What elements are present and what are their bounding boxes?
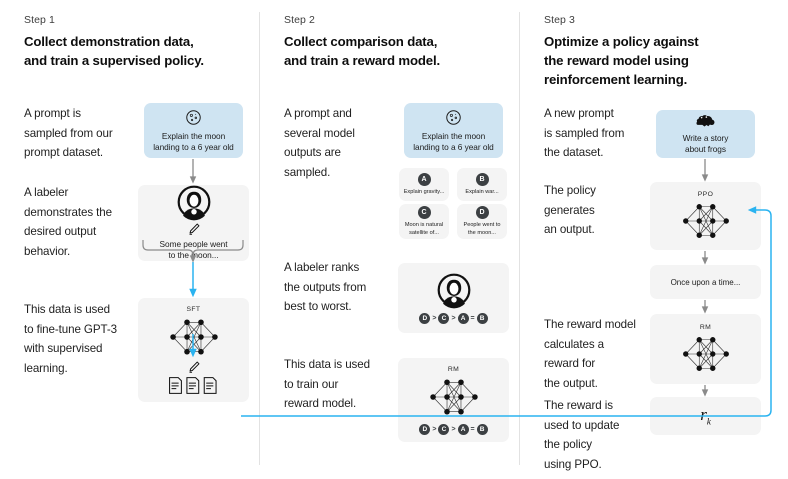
step-3-title: Optimize a policy against the reward mod… — [544, 34, 699, 87]
step-3-prompt-card[interactable]: Write a story about frogs — [656, 110, 755, 158]
ranking-row-rm: D > C > A = B — [419, 423, 488, 435]
option-text-d: People went to the moon... — [463, 222, 501, 236]
output-option-d[interactable]: D People went to the moon... — [457, 204, 507, 239]
rank-badge-4: B — [476, 423, 488, 435]
output-option-c[interactable]: C Moon is natural satellite of... — [399, 204, 449, 239]
step-2-reward-model-card[interactable]: RM D > C > A — [398, 358, 509, 442]
ppo-label: PPO — [697, 190, 714, 198]
step-2-label: Step 2 — [284, 14, 315, 26]
step-1-title: Collect demonstration data, and train a … — [24, 34, 204, 68]
option-text-b: Explain war... — [465, 188, 499, 195]
step-2-paragraph-1: A prompt and several model outputs are s… — [284, 107, 355, 179]
step-3-prompt-text: Write a story about frogs — [682, 132, 729, 154]
step-3-column: Step 3 Optimize a policy against the rew… — [520, 0, 788, 479]
step-2-prompt-text: Explain the moon landing to a 6 year old — [413, 130, 494, 152]
rank-op-1: > — [432, 425, 437, 433]
neural-network-icon — [423, 375, 485, 419]
frog-icon — [695, 114, 716, 128]
step-1-labeler-text: Some people went to the moon... — [159, 239, 228, 260]
step-3-paragraph-3: The reward model calculates a reward for… — [544, 318, 636, 390]
neural-network-icon — [163, 315, 225, 359]
step-3-reward-model-card[interactable]: RM — [650, 314, 761, 384]
rank-op-3: = — [470, 314, 475, 322]
step-1-paragraph-3: This data is used to fine-tune GPT-3 wit… — [24, 303, 117, 375]
reward-symbol: rk — [700, 405, 711, 427]
neural-network-icon — [675, 200, 737, 242]
output-option-b[interactable]: B Explain war... — [457, 168, 507, 201]
step-2-paragraph-3: This data is used to train our reward mo… — [284, 358, 370, 410]
step-1-column: Step 1 Collect demonstration data, and t… — [0, 0, 260, 479]
step-2-labeler-card[interactable]: D > C > A = B — [398, 263, 509, 333]
step-1-paragraph-1: A prompt is sampled from our prompt data… — [24, 107, 113, 159]
documents-icon — [168, 376, 220, 395]
step-1-prompt-text: Explain the moon landing to a 6 year old — [153, 130, 234, 152]
neural-network-icon — [675, 333, 737, 375]
step-1-paragraph-2: A labeler demonstrates the desired outpu… — [24, 186, 112, 258]
labeler-avatar-icon — [437, 273, 471, 308]
step-1-sft-card[interactable]: SFT — [138, 298, 249, 402]
step-3-paragraph-1: A new prompt is sampled from the dataset… — [544, 107, 625, 159]
step-2-prompt-card[interactable]: Explain the moon landing to a 6 year old — [404, 103, 503, 158]
step-3-output-card[interactable]: Once upon a time... — [650, 265, 761, 299]
moon-icon — [445, 109, 462, 126]
rank-op-2: > — [451, 314, 456, 322]
step-2-column: Step 2 Collect comparison data, and trai… — [260, 0, 520, 479]
step-2-title: Collect comparison data, and train a rew… — [284, 34, 441, 68]
pencil-icon — [187, 360, 201, 374]
step-3-reward-card[interactable]: rk — [650, 397, 761, 435]
step-1-labeler-card[interactable]: Some people went to the moon... — [138, 185, 249, 261]
option-badge-a: A — [417, 172, 431, 186]
option-text-a: Explain gravity... — [403, 188, 445, 195]
option-badge-d: D — [475, 206, 489, 220]
rank-badge-4: B — [476, 312, 488, 324]
option-badge-b: B — [475, 172, 489, 186]
output-option-a[interactable]: A Explain gravity... — [399, 168, 449, 201]
rank-badge-2: C — [438, 312, 450, 324]
rank-badge-1: D — [419, 312, 431, 324]
step-3-policy-card[interactable]: PPO — [650, 182, 761, 250]
labeler-avatar-icon — [177, 185, 211, 221]
rank-badge-2: C — [438, 423, 450, 435]
rank-op-2: > — [451, 425, 456, 433]
rm-label: RM — [699, 323, 712, 331]
step-1-prompt-card[interactable]: Explain the moon landing to a 6 year old — [144, 103, 243, 158]
step-1-label: Step 1 — [24, 14, 55, 26]
step-2-paragraph-2: A labeler ranks the outputs from best to… — [284, 261, 367, 313]
step-3-label: Step 3 — [544, 14, 575, 26]
rank-op-1: > — [432, 314, 437, 322]
option-badge-c: C — [417, 206, 431, 220]
step-3-output-text: Once upon a time... — [670, 277, 741, 287]
rank-badge-3: A — [457, 423, 469, 435]
rank-badge-1: D — [419, 423, 431, 435]
option-text-c: Moon is natural satellite of... — [404, 222, 444, 236]
pencil-icon — [187, 222, 201, 236]
rank-op-3: = — [470, 425, 475, 433]
moon-icon — [185, 109, 202, 126]
rank-badge-3: A — [457, 312, 469, 324]
rm-label: RM — [447, 365, 460, 373]
step-3-paragraph-2: The policy generates an output. — [544, 184, 596, 236]
ranking-row-labeler: D > C > A = B — [419, 312, 488, 324]
sft-label: SFT — [186, 305, 201, 313]
step-3-paragraph-4: The reward is used to update the policy … — [544, 399, 620, 471]
